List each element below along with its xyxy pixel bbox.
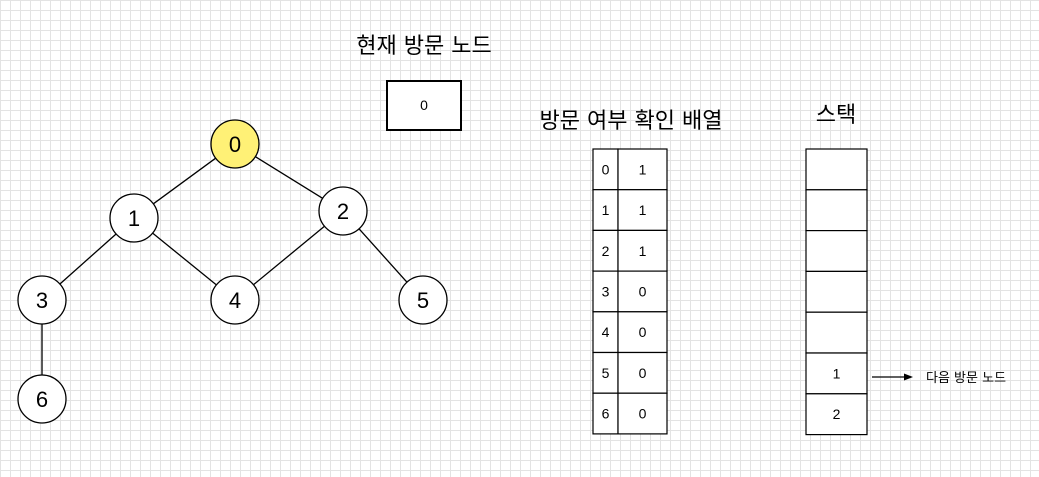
node-0: 0 xyxy=(210,119,260,169)
node-circle-5 xyxy=(398,275,448,325)
stack-slot xyxy=(805,189,868,232)
stack-slot xyxy=(805,148,868,191)
stack-slot-cell xyxy=(805,148,868,191)
visited-value-cell xyxy=(617,392,668,435)
stack-slot-cell xyxy=(805,311,868,354)
visited-index: 4 xyxy=(602,324,610,340)
edge-2-4 xyxy=(253,225,325,286)
stack-slot xyxy=(805,311,868,354)
visited-index: 3 xyxy=(602,283,610,299)
node-label-6: 6 xyxy=(36,387,48,412)
visited-value: 0 xyxy=(639,406,647,422)
node-6: 6 xyxy=(17,374,67,424)
visited-index-cell xyxy=(592,392,619,435)
visited-index: 2 xyxy=(602,243,610,259)
visited-index: 0 xyxy=(602,161,610,177)
stack-slot-cell xyxy=(805,352,868,395)
visited-value-cell xyxy=(617,311,668,354)
edge-1-3 xyxy=(59,233,117,285)
visited-value: 0 xyxy=(639,324,647,340)
stack-slot-cell xyxy=(805,393,868,436)
next-node-label: 다음 방문 노드 xyxy=(926,371,1006,386)
node-circle-2 xyxy=(318,186,368,236)
visited-index: 1 xyxy=(602,202,610,218)
visited-index-cell xyxy=(592,270,619,313)
visited-array-title: 방문 여부 확인 배열 xyxy=(540,109,723,134)
stack-slot-cell xyxy=(805,189,868,232)
next-node-arrow-icon xyxy=(904,373,913,381)
node-2: 2 xyxy=(318,186,368,236)
node-circle-6 xyxy=(17,374,67,424)
stack-table: 12 xyxy=(805,148,868,436)
node-1: 1 xyxy=(109,193,159,243)
visited-value: 1 xyxy=(639,161,647,177)
current-node-value: 0 xyxy=(420,97,428,113)
node-label-0: 0 xyxy=(229,132,241,157)
visited-value-cell xyxy=(617,270,668,313)
visited-index: 6 xyxy=(602,406,610,422)
node-circle-1 xyxy=(109,193,159,243)
node-label-2: 2 xyxy=(337,199,349,224)
stack-slot: 1 xyxy=(805,352,868,395)
node-4: 4 xyxy=(210,275,260,325)
next-node-indicator: 다음 방문 노드 xyxy=(872,371,1006,386)
node-label-5: 5 xyxy=(417,288,429,313)
node-label-4: 4 xyxy=(229,288,241,313)
current-node-title: 현재 방문 노드 xyxy=(356,34,491,59)
visited-value-cell xyxy=(617,189,668,231)
stack-title: 스택 xyxy=(816,103,856,128)
node-circle-4 xyxy=(210,275,260,325)
current-node-panel: 현재 방문 노드 0 xyxy=(356,34,492,131)
node-circle-0 xyxy=(210,119,260,169)
stack-panel: 스택 12 다음 방문 노드 xyxy=(805,103,1006,436)
stack-slot-cell xyxy=(805,230,868,273)
node-5: 5 xyxy=(398,275,448,325)
stack-slot xyxy=(805,270,868,313)
visited-value: 0 xyxy=(639,283,647,299)
visited-index: 5 xyxy=(602,365,610,381)
stack-slot-value: 2 xyxy=(833,406,841,422)
graph-edges xyxy=(41,156,408,375)
stack-slot xyxy=(805,230,868,273)
node-3: 3 xyxy=(17,275,67,325)
edge-0-2 xyxy=(255,156,323,199)
stack-slot-value: 1 xyxy=(833,365,841,381)
node-circle-3 xyxy=(17,275,67,325)
graph-nodes: 0 1 2 3 4 5 6 xyxy=(17,119,448,424)
edge-2-5 xyxy=(358,228,408,283)
stack-slot: 2 xyxy=(805,393,868,436)
visited-value: 1 xyxy=(639,243,647,259)
current-node-box xyxy=(386,80,462,131)
node-label-1: 1 xyxy=(128,206,140,231)
stack-slot-cell xyxy=(805,270,868,313)
edge-0-1 xyxy=(152,157,217,205)
edge-1-4 xyxy=(152,232,217,286)
visited-value: 0 xyxy=(639,365,647,381)
node-label-3: 3 xyxy=(36,288,48,313)
visited-value-cell xyxy=(617,229,668,272)
visited-value: 1 xyxy=(639,202,647,218)
